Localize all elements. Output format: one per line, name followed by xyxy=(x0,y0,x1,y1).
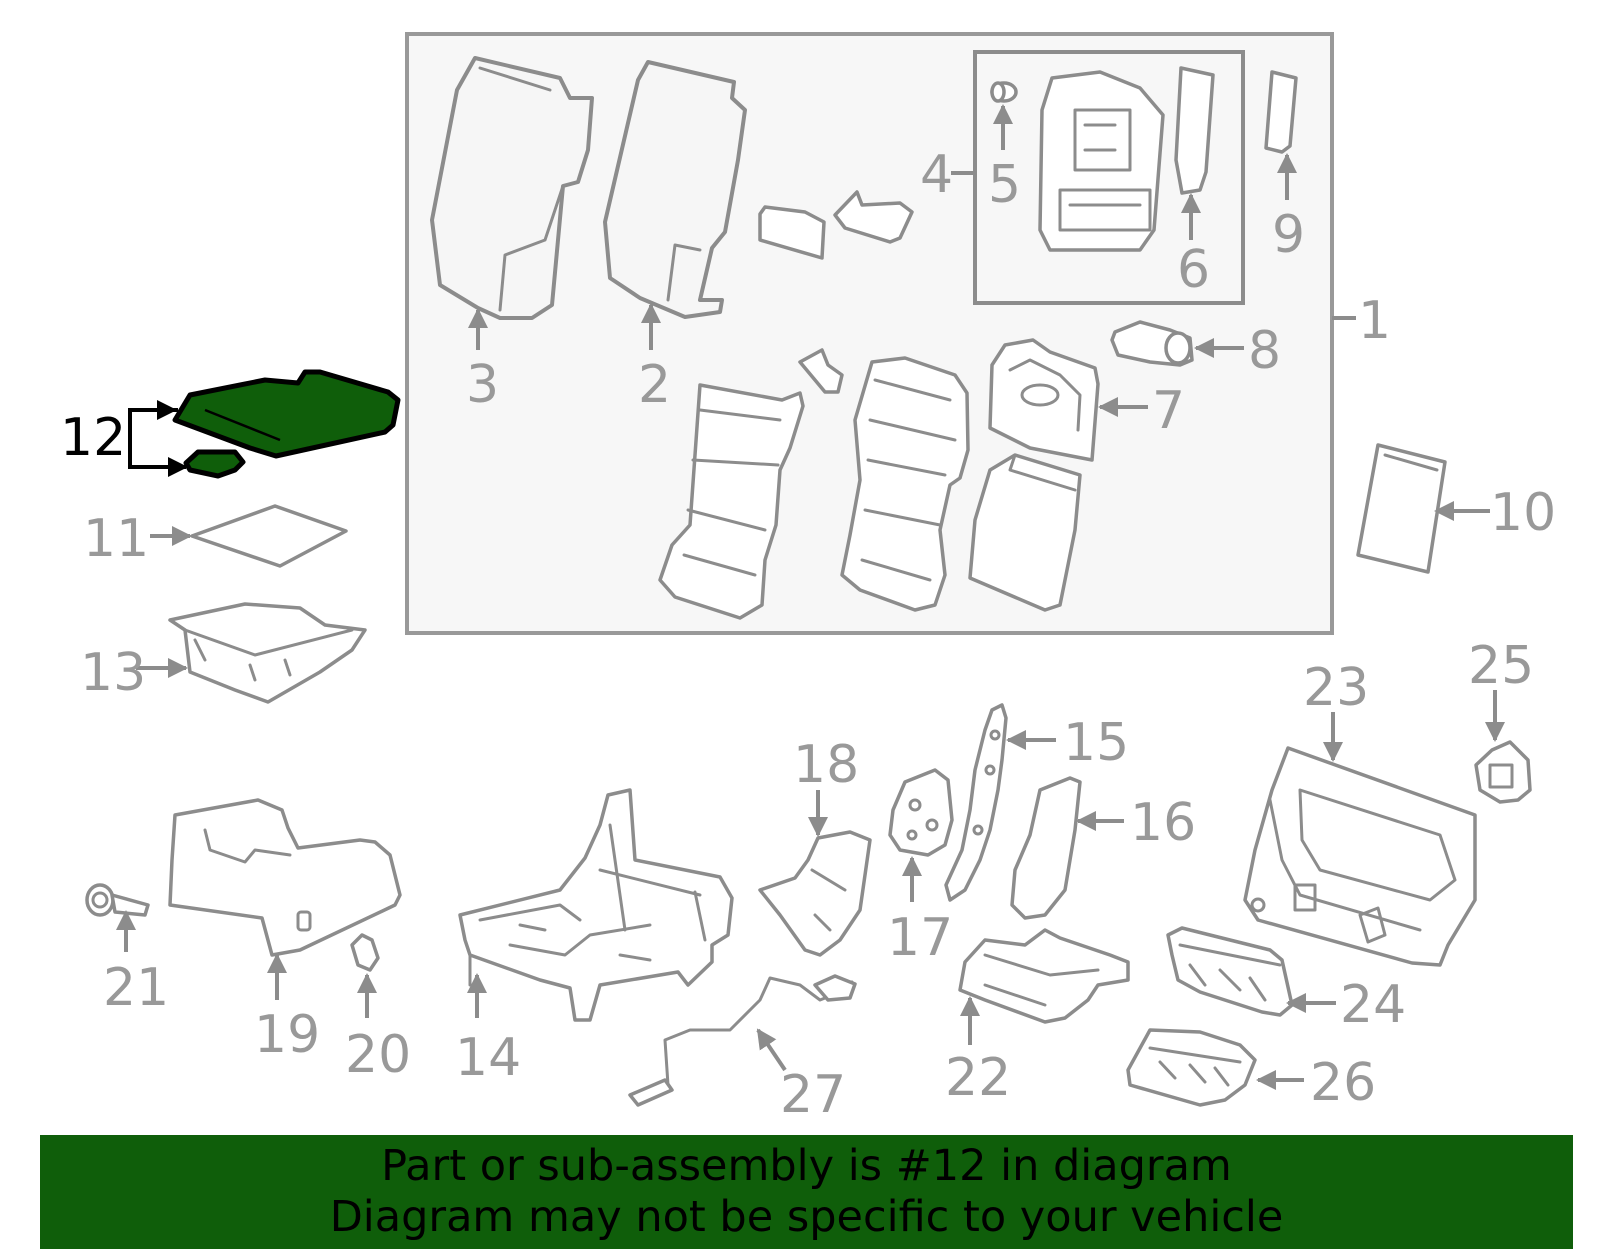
callout-24: 24 xyxy=(1340,975,1406,1035)
part-4-bracket xyxy=(1038,70,1165,252)
callout-27: 27 xyxy=(780,1065,846,1125)
callout-12: 12 xyxy=(60,408,126,468)
part-22-tray xyxy=(958,928,1130,1024)
callout-18: 18 xyxy=(793,735,859,795)
callout-8: 8 xyxy=(1248,321,1281,381)
part-26-vent xyxy=(1126,1028,1257,1107)
callout-20: 20 xyxy=(345,1025,411,1085)
callout-17: 17 xyxy=(887,908,953,968)
part-24-module xyxy=(1166,926,1294,1017)
callout-10: 10 xyxy=(1490,483,1556,543)
callout-22: 22 xyxy=(945,1048,1011,1108)
callout-25: 25 xyxy=(1468,636,1534,696)
part-5-grommet xyxy=(990,81,1018,103)
callout-26: 26 xyxy=(1310,1053,1376,1113)
banner-line-2: Diagram may not be specific to your vehi… xyxy=(329,1192,1284,1242)
part-9-trim xyxy=(1264,70,1298,154)
callout-4: 4 xyxy=(920,145,953,205)
part-7-tray xyxy=(988,338,1100,462)
part-13-tray xyxy=(168,602,367,704)
leader-27 xyxy=(756,1028,787,1072)
part-10-pad xyxy=(1356,443,1447,574)
callout-1: 1 xyxy=(1358,291,1391,351)
callout-6: 6 xyxy=(1177,240,1210,300)
callout-14: 14 xyxy=(455,1028,521,1088)
callout-13: 13 xyxy=(80,643,146,703)
callout-16: 16 xyxy=(1130,793,1196,853)
part-11-mat xyxy=(190,504,348,568)
callout-11: 11 xyxy=(83,509,149,569)
callout-21: 21 xyxy=(103,958,169,1018)
part-8-cupholder xyxy=(1110,320,1194,367)
part-6-trim xyxy=(1174,66,1215,195)
callout-9: 9 xyxy=(1272,205,1305,265)
console-frame-center xyxy=(840,356,970,612)
part-17-bracket xyxy=(888,768,954,857)
small-clip xyxy=(798,348,844,394)
callout-23: 23 xyxy=(1303,658,1369,718)
callout-15: 15 xyxy=(1063,713,1129,773)
part-20-clip xyxy=(350,933,380,972)
part-3-seat-back xyxy=(430,56,594,320)
console-frame-left xyxy=(658,383,805,620)
part-14-seat-frame xyxy=(458,788,734,1022)
part-15-rail xyxy=(944,703,1008,902)
part-16-cover xyxy=(1010,776,1082,920)
part-23-panel xyxy=(1243,746,1477,967)
part-18-panel xyxy=(758,830,872,957)
part-19-console-panel xyxy=(168,798,402,957)
bracket-b xyxy=(833,190,914,244)
banner-line-1: Part or sub-assembly is #12 in diagram xyxy=(381,1141,1232,1191)
info-banner: Part or sub-assembly is #12 in diagram D… xyxy=(40,1135,1573,1249)
storage-bin xyxy=(968,453,1082,612)
callout-3: 3 xyxy=(466,355,499,415)
part-2-seat-back xyxy=(603,60,747,319)
part-27-harness xyxy=(628,974,857,1107)
callout-5: 5 xyxy=(988,155,1021,215)
part-12-highlighted xyxy=(172,369,401,479)
part-21-bolt xyxy=(85,883,150,917)
callout-2: 2 xyxy=(638,355,671,415)
bracket-a xyxy=(758,205,826,260)
callout-19: 19 xyxy=(254,1005,320,1065)
callout-7: 7 xyxy=(1152,381,1185,441)
part-25-switch xyxy=(1474,740,1532,804)
